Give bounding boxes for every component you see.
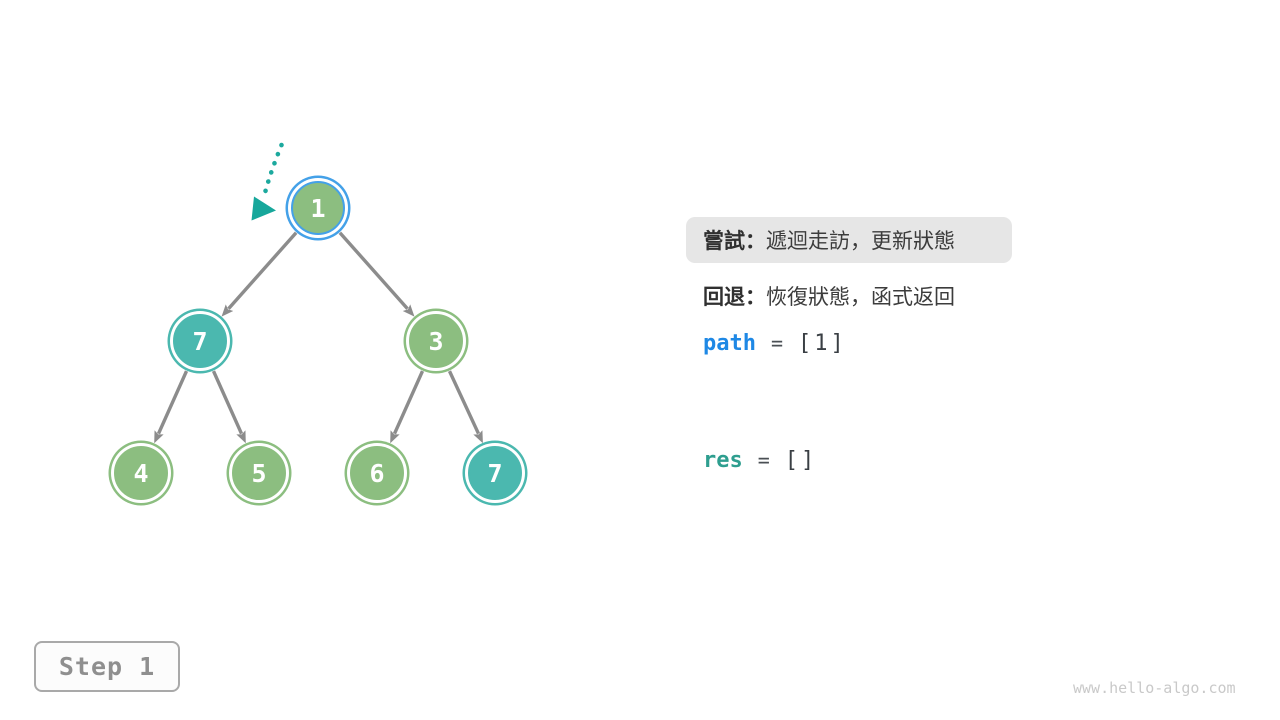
tree-edge xyxy=(390,370,425,444)
watermark-url: www.hello-algo.com xyxy=(1073,679,1236,697)
res-variable-name: res xyxy=(703,448,743,473)
path-variable-line: path = [1] xyxy=(703,331,847,356)
tree-node-label: 5 xyxy=(251,458,267,488)
try-highlight-box: 嘗試：遞迴走訪，更新狀態 xyxy=(686,217,1012,263)
path-equals-sign: = xyxy=(770,331,784,355)
tree-node-label: 7 xyxy=(487,458,503,488)
tree-node-label: 4 xyxy=(133,458,149,488)
res-value: [] xyxy=(784,448,818,473)
tree-edge xyxy=(338,231,415,317)
tree-edge xyxy=(154,370,189,444)
tree-node-label: 7 xyxy=(192,326,208,356)
tree-node-label: 1 xyxy=(310,193,326,223)
step-badge-label: Step 1 xyxy=(58,652,156,681)
tree-edge xyxy=(447,370,483,444)
back-label: 回退： xyxy=(703,285,766,309)
tree-node-1-current: 1 xyxy=(291,181,345,235)
tree-node-label: 6 xyxy=(369,458,385,488)
back-text: 恢復狀態，函式返回 xyxy=(766,285,955,309)
path-variable-name: path xyxy=(703,331,756,356)
current-pointer-arrow xyxy=(251,142,284,221)
tree-edge xyxy=(221,231,298,317)
path-value: [1] xyxy=(798,331,847,356)
tree-node-7-right: 7 xyxy=(468,446,522,500)
back-line: 回退：恢復狀態，函式返回 xyxy=(703,281,955,311)
tree-edge xyxy=(211,370,246,444)
tree-node-6: 6 xyxy=(350,446,404,500)
try-label: 嘗試： xyxy=(703,229,766,253)
tree-node-3: 3 xyxy=(409,314,463,368)
res-variable-line: res = [] xyxy=(703,448,817,473)
tree-edges xyxy=(154,231,483,444)
tree-node-5: 5 xyxy=(232,446,286,500)
tree-node-4: 4 xyxy=(114,446,168,500)
res-equals-sign: = xyxy=(757,448,770,472)
try-text: 遞迴走訪，更新狀態 xyxy=(766,229,955,253)
tree-node-label: 3 xyxy=(428,326,444,356)
tree-node-7-left: 7 xyxy=(173,314,227,368)
step-badge: Step 1 xyxy=(34,641,180,692)
try-line: 嘗試：遞迴走訪，更新狀態 xyxy=(703,225,955,255)
